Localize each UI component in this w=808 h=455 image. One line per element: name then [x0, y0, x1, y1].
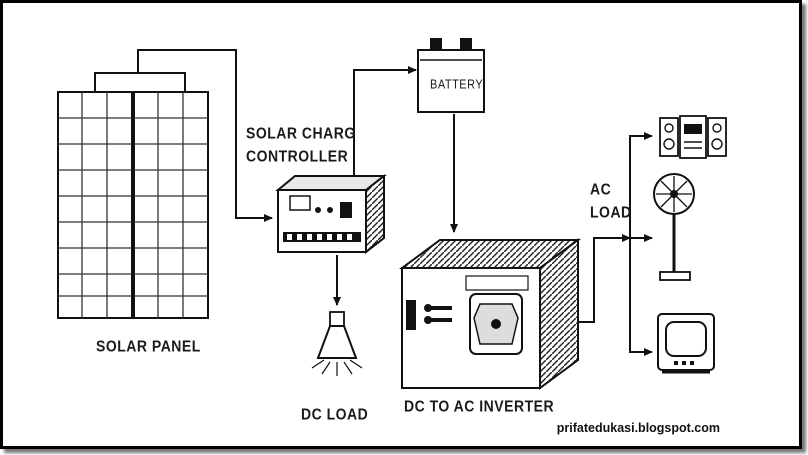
- battery-label: BATTERY: [430, 78, 484, 92]
- solar-panel-label: SOLAR PANEL: [96, 336, 201, 356]
- watermark: prifatedukasi.blogspot.com: [556, 421, 720, 435]
- television-icon: [657, 313, 715, 374]
- inverter-label: DC TO AC INVERTER: [404, 396, 555, 416]
- stereo-icon: [659, 115, 727, 159]
- solar-panel-icon: [57, 72, 209, 319]
- dc-load-label: DC LOAD: [301, 404, 369, 424]
- battery-icon: [417, 38, 485, 113]
- ac-load-label-line2: LOAD: [590, 202, 632, 221]
- ac-load-label-line1: AC: [590, 179, 612, 198]
- wire-controller-to-battery: [353, 66, 417, 176]
- wire-panel-to-controller: [137, 49, 273, 222]
- ac-load-label: AC LOAD: [590, 177, 632, 223]
- wire-inverter-to-ac-loads: [578, 132, 653, 356]
- bulb-icon: [311, 311, 363, 376]
- charge-controller-label-line1: SOLAR CHARG: [246, 123, 356, 142]
- charge-controller-icon: [275, 173, 387, 255]
- charge-controller-label-line2: CONTROLLER: [246, 146, 349, 165]
- charge-controller-label: SOLAR CHARG CONTROLLER: [246, 121, 356, 167]
- fan-icon: [653, 173, 695, 281]
- inverter-icon: [398, 238, 582, 390]
